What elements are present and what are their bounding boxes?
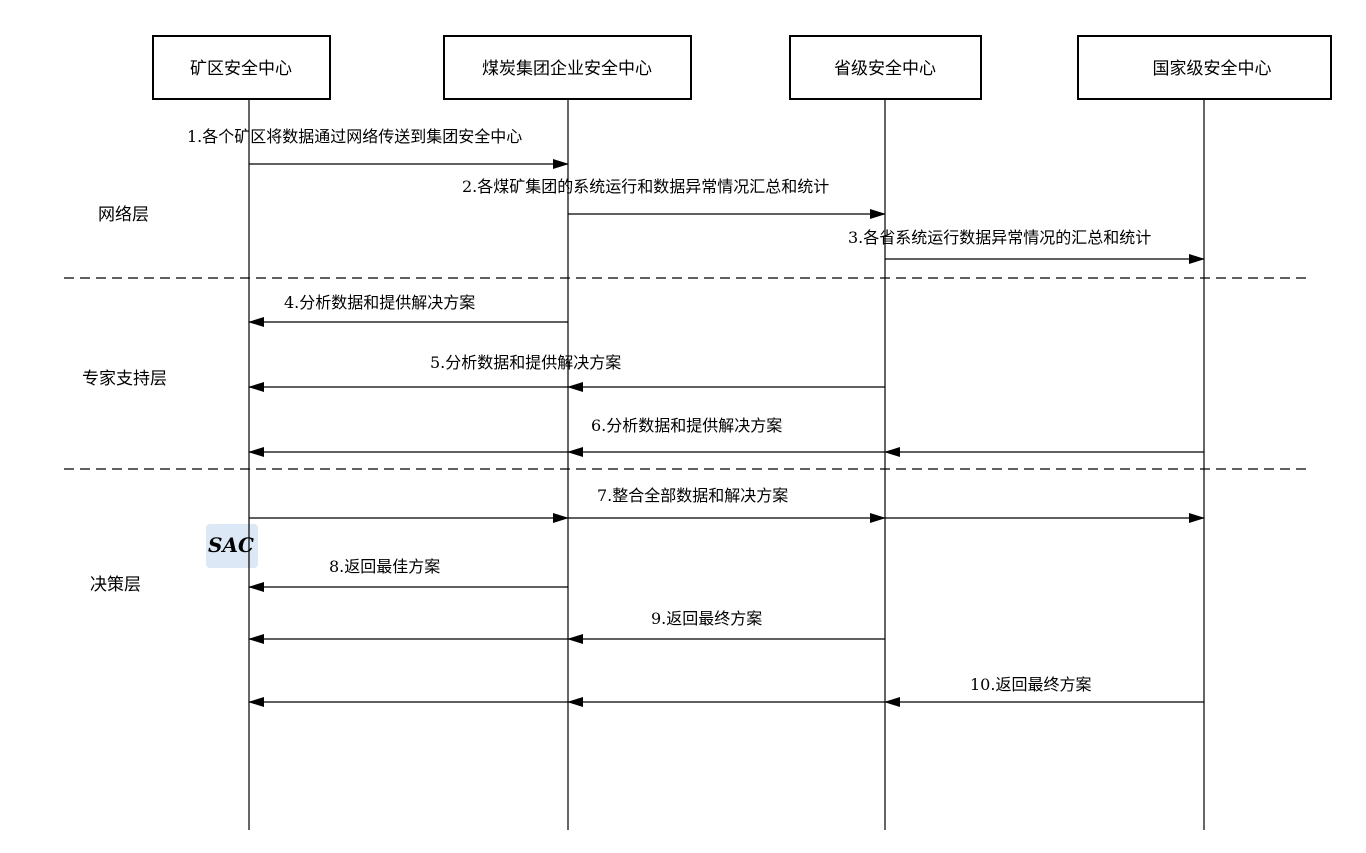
message-5: 5.分析数据和提供解决方案 bbox=[248, 353, 885, 392]
participant-label-province: 省级安全中心 bbox=[834, 59, 936, 79]
message-label-4: 4.分析数据和提供解决方案 bbox=[284, 293, 475, 312]
watermark-logo: SAC bbox=[206, 524, 258, 568]
message-4: 4.分析数据和提供解决方案 bbox=[248, 293, 568, 327]
layer-label-decision: 决策层 bbox=[90, 575, 141, 595]
participant-label-group: 煤炭集团企业安全中心 bbox=[482, 59, 652, 79]
message-label-1: 1.各个矿区将数据通过网络传送到集团安全中心 bbox=[187, 127, 522, 146]
message-1: 1.各个矿区将数据通过网络传送到集团安全中心 bbox=[187, 127, 569, 169]
participant-label-national: 国家级安全中心 bbox=[1153, 59, 1272, 79]
layer-label-expert: 专家支持层 bbox=[82, 369, 167, 389]
watermark-text: SAC bbox=[208, 533, 254, 557]
message-label-7: 7.整合全部数据和解决方案 bbox=[597, 486, 788, 505]
participant-label-mine: 矿区安全中心 bbox=[190, 59, 292, 79]
message-3: 3.各省系统运行数据异常情况的汇总和统计 bbox=[848, 228, 1205, 264]
participant-group: 煤炭集团企业安全中心 bbox=[443, 35, 692, 830]
message-label-9: 9.返回最终方案 bbox=[651, 609, 762, 628]
message-8: 8.返回最佳方案 bbox=[248, 557, 568, 592]
participant-province: 省级安全中心 bbox=[789, 35, 982, 830]
message-10: 10.返回最终方案 bbox=[248, 675, 1204, 707]
message-2: 2.各煤矿集团的系统运行和数据异常情况汇总和统计 bbox=[462, 177, 886, 219]
participant-national: 国家级安全中心 bbox=[1077, 35, 1332, 830]
message-label-3: 3.各省系统运行数据异常情况的汇总和统计 bbox=[848, 228, 1151, 247]
message-7: 7.整合全部数据和解决方案 bbox=[249, 486, 1205, 523]
layer-label-network: 网络层 bbox=[98, 205, 149, 225]
message-label-2: 2.各煤矿集团的系统运行和数据异常情况汇总和统计 bbox=[462, 177, 829, 196]
message-6: 6.分析数据和提供解决方案 bbox=[248, 416, 1204, 457]
message-label-6: 6.分析数据和提供解决方案 bbox=[591, 416, 782, 435]
message-9: 9.返回最终方案 bbox=[248, 609, 885, 644]
message-label-8: 8.返回最佳方案 bbox=[329, 557, 440, 576]
participant-mine: 矿区安全中心 bbox=[152, 35, 331, 830]
message-label-10: 10.返回最终方案 bbox=[970, 675, 1091, 694]
message-label-5: 5.分析数据和提供解决方案 bbox=[430, 353, 621, 372]
